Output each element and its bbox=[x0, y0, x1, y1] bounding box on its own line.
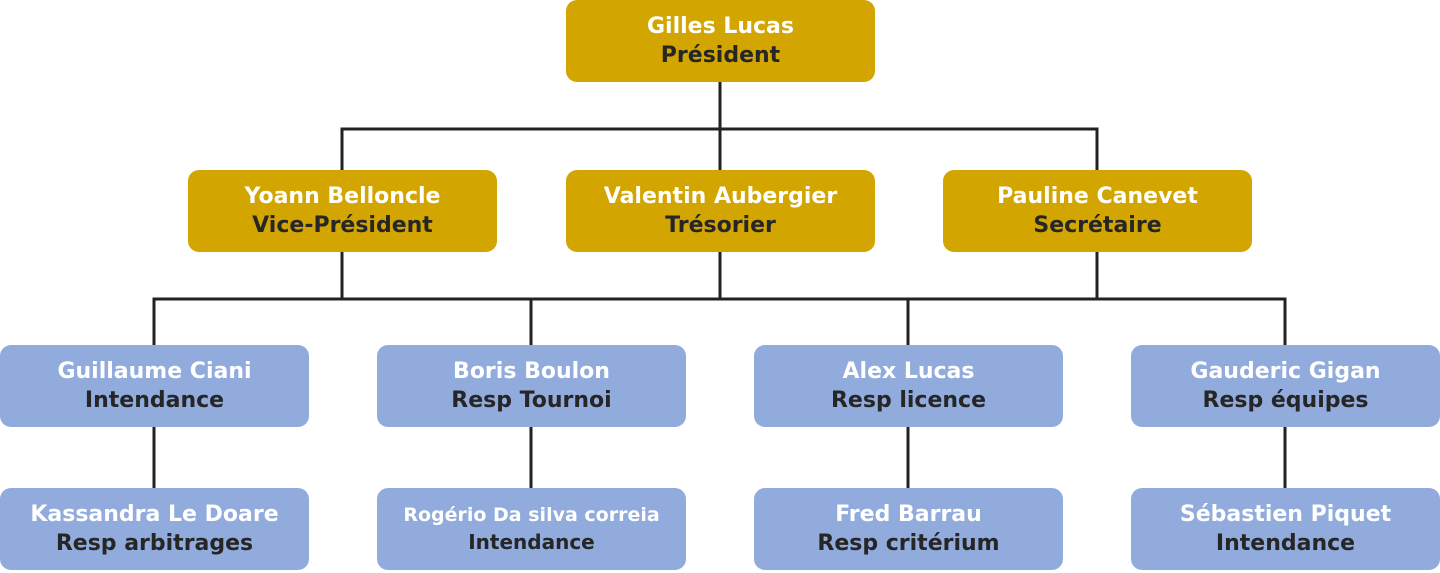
node-sub-3-name: Fred Barrau bbox=[835, 502, 982, 527]
node-team-3-role: Resp licence bbox=[830, 388, 987, 413]
node-vice-president-role: Vice-Président bbox=[252, 213, 433, 238]
node-secretary-role: Secrétaire bbox=[1033, 213, 1162, 238]
node-vice-president: Yoann Belloncle Vice-Président bbox=[188, 170, 497, 252]
node-team-3-name: Alex Lucas bbox=[842, 359, 975, 384]
node-team-3: Alex Lucas Resp licence bbox=[754, 345, 1063, 427]
node-team-4: Gauderic Gigan Resp équipes bbox=[1131, 345, 1440, 427]
node-team-4-role: Resp équipes bbox=[1202, 388, 1369, 413]
node-president-name: Gilles Lucas bbox=[646, 14, 795, 39]
node-team-4-name: Gauderic Gigan bbox=[1190, 359, 1381, 384]
node-team-1: Guillaume Ciani Intendance bbox=[0, 345, 309, 427]
node-sub-1: Kassandra Le Doare Resp arbitrages bbox=[0, 488, 309, 570]
node-sub-2-role: Intendance bbox=[468, 530, 595, 554]
node-sub-2: Rogério Da silva correia Intendance bbox=[377, 488, 686, 570]
node-team-2-role: Resp Tournoi bbox=[451, 388, 612, 413]
node-treasurer-name: Valentin Aubergier bbox=[603, 184, 838, 209]
node-sub-1-role: Resp arbitrages bbox=[55, 531, 254, 556]
node-sub-3-role: Resp critérium bbox=[817, 531, 1000, 556]
node-sub-3: Fred Barrau Resp critérium bbox=[754, 488, 1063, 570]
node-secretary: Pauline Canevet Secrétaire bbox=[943, 170, 1252, 252]
node-sub-1-name: Kassandra Le Doare bbox=[30, 502, 279, 527]
node-team-2: Boris Boulon Resp Tournoi bbox=[377, 345, 686, 427]
node-sub-2-name: Rogério Da silva correia bbox=[403, 504, 660, 526]
node-sub-4-role: Intendance bbox=[1215, 531, 1356, 556]
node-vice-president-name: Yoann Belloncle bbox=[244, 184, 441, 209]
node-sub-4-name: Sébastien Piquet bbox=[1179, 502, 1392, 527]
node-team-1-name: Guillaume Ciani bbox=[57, 359, 252, 384]
node-team-2-name: Boris Boulon bbox=[453, 359, 610, 384]
node-sub-4: Sébastien Piquet Intendance bbox=[1131, 488, 1440, 570]
node-president: Gilles Lucas Président bbox=[566, 0, 875, 82]
node-team-1-role: Intendance bbox=[84, 388, 225, 413]
node-president-role: Président bbox=[660, 43, 781, 68]
node-treasurer: Valentin Aubergier Trésorier bbox=[566, 170, 875, 252]
node-secretary-name: Pauline Canevet bbox=[997, 184, 1198, 209]
node-treasurer-role: Trésorier bbox=[665, 213, 776, 238]
